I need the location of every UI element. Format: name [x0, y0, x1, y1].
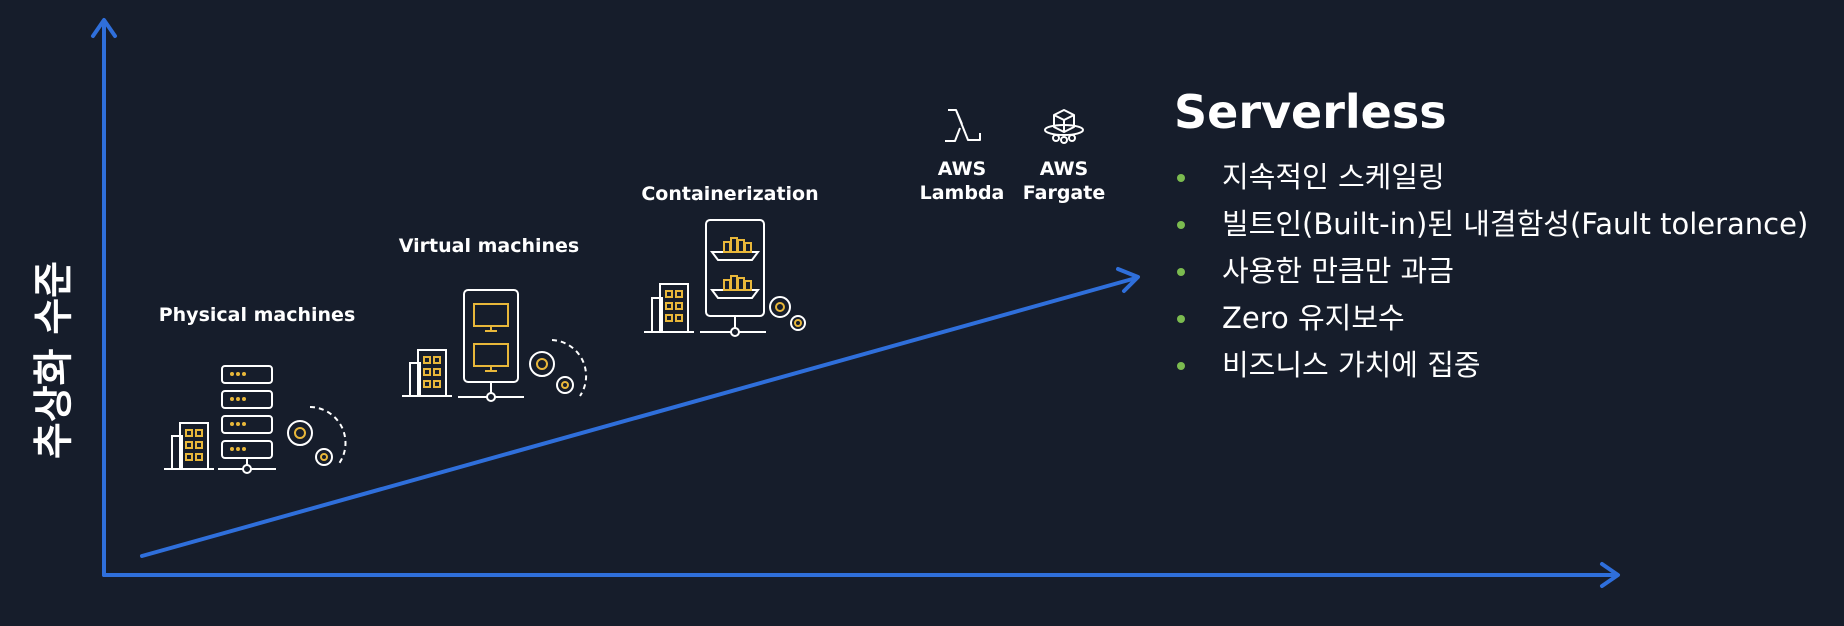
serverless-bullet-list: 지속적인 스케일링 빌트인(Built-in)된 내결함성(Fault tole…	[1174, 154, 1834, 389]
x-axis-arrowhead	[1600, 562, 1620, 588]
bullet-text: 빌트인(Built-in)된 내결함성(Fault tolerance)	[1222, 207, 1809, 241]
service-label-lambda-line2: Lambda	[919, 182, 1005, 204]
building-icon	[402, 349, 452, 397]
progress-arrowhead	[1116, 267, 1140, 293]
bullet-text: 비즈니스 가치에 집중	[1222, 348, 1481, 382]
virtual-machines-icon	[402, 289, 588, 402]
service-label-fargate-line1: AWS	[1039, 158, 1089, 180]
bullet-dot	[1177, 315, 1185, 323]
server-rack-icon	[218, 365, 276, 474]
fargate-icon	[1044, 109, 1084, 144]
y-axis-arrowhead	[91, 18, 117, 38]
bullet-item: Zero 유지보수	[1174, 295, 1834, 342]
gears-icon	[769, 296, 806, 331]
lambda-icon	[945, 109, 981, 142]
bullet-item: 빌트인(Built-in)된 내결함성(Fault tolerance)	[1174, 201, 1834, 248]
service-label-lambda: AWS Lambda	[912, 157, 1012, 205]
y-axis-label-text: 추상화 수준	[31, 261, 77, 459]
stage-label-physical: Physical machines	[158, 304, 356, 326]
serverless-title: Serverless	[1174, 85, 1447, 139]
server-vm-icon	[458, 289, 524, 402]
bullet-item: 비즈니스 가치에 집중	[1174, 342, 1834, 389]
building-icon	[164, 422, 214, 470]
serverless-panel: Serverless 지속적인 스케일링 빌트인(Built-in)된 내결함성…	[1174, 82, 1834, 389]
bullet-item: 사용한 만큼만 과금	[1174, 248, 1834, 295]
bullet-dot	[1177, 221, 1185, 229]
bullet-text: Zero 유지보수	[1222, 301, 1405, 335]
container-ship-icon	[700, 219, 766, 337]
gears-icon	[529, 339, 588, 397]
bullet-item: 지속적인 스케일링	[1174, 154, 1834, 201]
service-label-fargate: AWS Fargate	[1014, 157, 1114, 205]
stage-label-containerization: Containerization	[641, 183, 819, 205]
gears-icon	[287, 406, 347, 466]
y-axis-label: 추상화 수준	[20, 255, 80, 465]
bullet-dot	[1177, 268, 1185, 276]
axes	[91, 18, 1620, 588]
service-label-fargate-line2: Fargate	[1022, 182, 1106, 204]
bullet-text: 사용한 만큼만 과금	[1222, 254, 1454, 288]
physical-machines-icon	[164, 365, 347, 474]
bullet-dot	[1177, 362, 1185, 370]
building-icon	[644, 283, 694, 333]
bullet-dot	[1177, 174, 1185, 182]
stage-label-virtual: Virtual machines	[398, 235, 580, 257]
service-label-lambda-line1: AWS	[937, 158, 987, 180]
bullet-text: 지속적인 스케일링	[1222, 160, 1445, 194]
progress-arrow	[140, 276, 1138, 558]
containerization-icon	[644, 219, 806, 337]
